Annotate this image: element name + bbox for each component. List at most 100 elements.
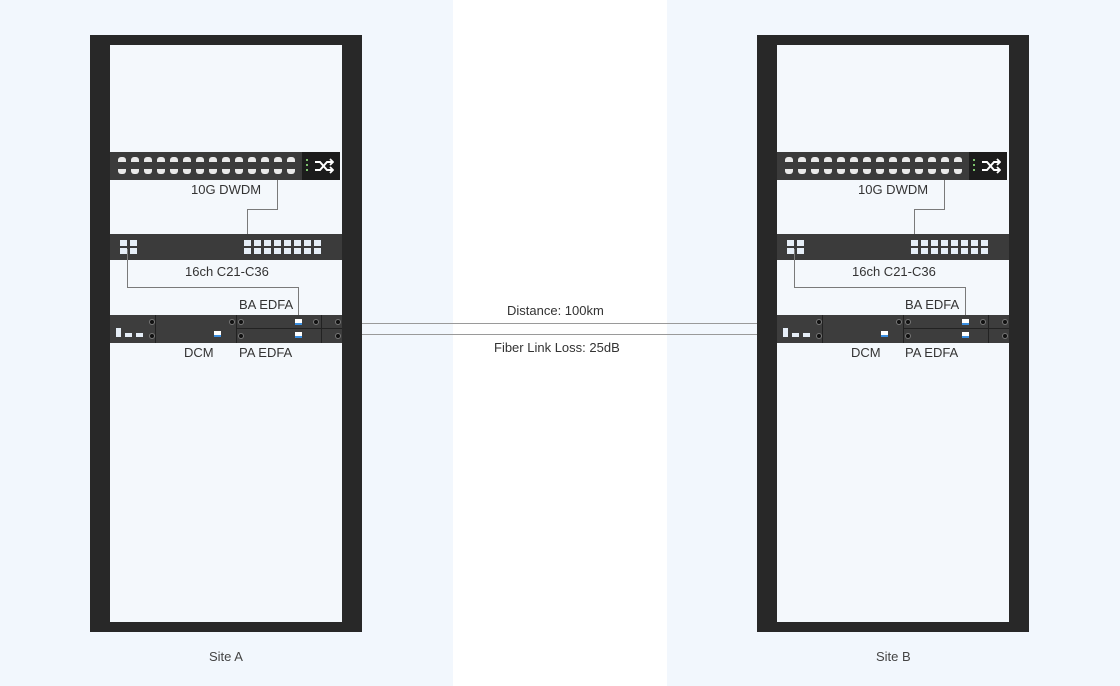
- shuffle-icon: [315, 158, 334, 174]
- channel-port: [274, 240, 281, 246]
- sfp-port: [118, 157, 126, 162]
- sfp-port: [222, 157, 230, 162]
- sfp-port: [811, 169, 819, 174]
- sfp-port: [889, 169, 897, 174]
- switch-control-panel: [302, 152, 340, 180]
- ba-edfa-port: [962, 319, 969, 325]
- lc-port: [120, 240, 127, 246]
- pa-edfa-port: [295, 332, 302, 338]
- cable-mux-to-edfa-v2: [965, 287, 966, 320]
- sfp-port: [222, 169, 230, 174]
- channel-port: [254, 240, 261, 246]
- sfp-port: [837, 157, 845, 162]
- channel-port: [294, 240, 301, 246]
- sfp-port: [183, 169, 191, 174]
- sfp-port: [235, 157, 243, 162]
- lc-port: [797, 240, 804, 246]
- sfp-port: [811, 157, 819, 162]
- cable-switch-to-mux-v2: [914, 209, 915, 239]
- channel-port: [941, 240, 948, 246]
- dwdm-mux: [110, 234, 342, 260]
- sfp-port: [850, 157, 858, 162]
- channel-port: [971, 240, 978, 246]
- channel-port: [264, 248, 271, 254]
- channel-port: [244, 240, 251, 246]
- rack-site-b: 10G DWDM 16ch C21-C36 BA EDFA DCM PA EDF…: [757, 35, 1029, 632]
- ba-edfa-label: BA EDFA: [239, 297, 294, 312]
- channel-port: [284, 248, 291, 254]
- channel-port: [284, 240, 291, 246]
- sfp-port: [209, 169, 217, 174]
- sfp-port: [889, 157, 897, 162]
- sfp-port: [248, 157, 256, 162]
- sfp-port: [170, 157, 178, 162]
- status-leds: [973, 159, 976, 174]
- cable-mux-to-edfa-v1: [127, 249, 128, 288]
- dcm-port: [881, 331, 888, 337]
- lc-port: [130, 248, 137, 254]
- sfp-port: [274, 169, 282, 174]
- channel-port: [971, 248, 978, 254]
- distance-label: Distance: 100km: [507, 303, 604, 318]
- cable-switch-to-mux-v2: [247, 209, 248, 239]
- sfp-port: [261, 169, 269, 174]
- channel-port: [961, 240, 968, 246]
- sfp-port: [915, 157, 923, 162]
- sfp-port: [118, 169, 126, 174]
- sfp-port: [131, 169, 139, 174]
- channel-port: [294, 248, 301, 254]
- lc-port: [130, 240, 137, 246]
- sfp-port: [157, 157, 165, 162]
- sfp-port: [915, 169, 923, 174]
- channel-port: [264, 240, 271, 246]
- sfp-port: [785, 169, 793, 174]
- shuffle-icon: [982, 158, 1001, 174]
- sfp-port: [183, 157, 191, 162]
- dcm-label: DCM: [184, 345, 214, 360]
- channel-port: [931, 240, 938, 246]
- sfp-port: [902, 169, 910, 174]
- mux-label: 16ch C21-C36: [852, 264, 936, 279]
- sfp-port: [863, 169, 871, 174]
- sfp-port: [928, 169, 936, 174]
- sfp-port: [131, 157, 139, 162]
- sfp-port: [287, 169, 295, 174]
- cable-mux-to-edfa-v2: [298, 287, 299, 320]
- channel-port: [304, 248, 311, 254]
- site-b-label: Site B: [876, 649, 911, 664]
- cable-switch-to-mux-v1: [944, 180, 945, 210]
- dwdm-switch: [777, 152, 1007, 180]
- channel-port: [314, 240, 321, 246]
- rack-site-a: 10G DWDM 16ch C21-C36 BA EDFA DCM PA EDF…: [90, 35, 362, 632]
- cable-switch-to-mux-v1: [277, 180, 278, 210]
- sfp-port: [837, 169, 845, 174]
- fiber-line-bottom: [362, 334, 758, 335]
- lc-port: [787, 248, 794, 254]
- channel-port: [274, 248, 281, 254]
- lc-port: [787, 240, 794, 246]
- cable-mux-to-edfa-v1: [794, 249, 795, 288]
- channel-port: [304, 240, 311, 246]
- sfp-port: [902, 157, 910, 162]
- channel-port: [254, 248, 261, 254]
- dcm-label: DCM: [851, 345, 881, 360]
- sfp-port: [876, 157, 884, 162]
- sfp-port: [824, 169, 832, 174]
- sfp-port: [235, 169, 243, 174]
- channel-port: [314, 248, 321, 254]
- channel-port: [921, 248, 928, 254]
- fiber-loss-label: Fiber Link Loss: 25dB: [494, 340, 620, 355]
- dwdm-mux: [777, 234, 1009, 260]
- channel-port: [981, 240, 988, 246]
- sfp-port: [928, 157, 936, 162]
- pa-edfa-label: PA EDFA: [905, 345, 959, 360]
- lc-port: [120, 248, 127, 254]
- sfp-port: [170, 169, 178, 174]
- channel-port: [961, 248, 968, 254]
- switch-label: 10G DWDM: [191, 182, 262, 197]
- sfp-port: [798, 157, 806, 162]
- cable-mux-to-edfa-h: [794, 287, 966, 288]
- sfp-port: [954, 169, 962, 174]
- channel-port: [911, 248, 918, 254]
- edfa-chassis: [777, 315, 1009, 343]
